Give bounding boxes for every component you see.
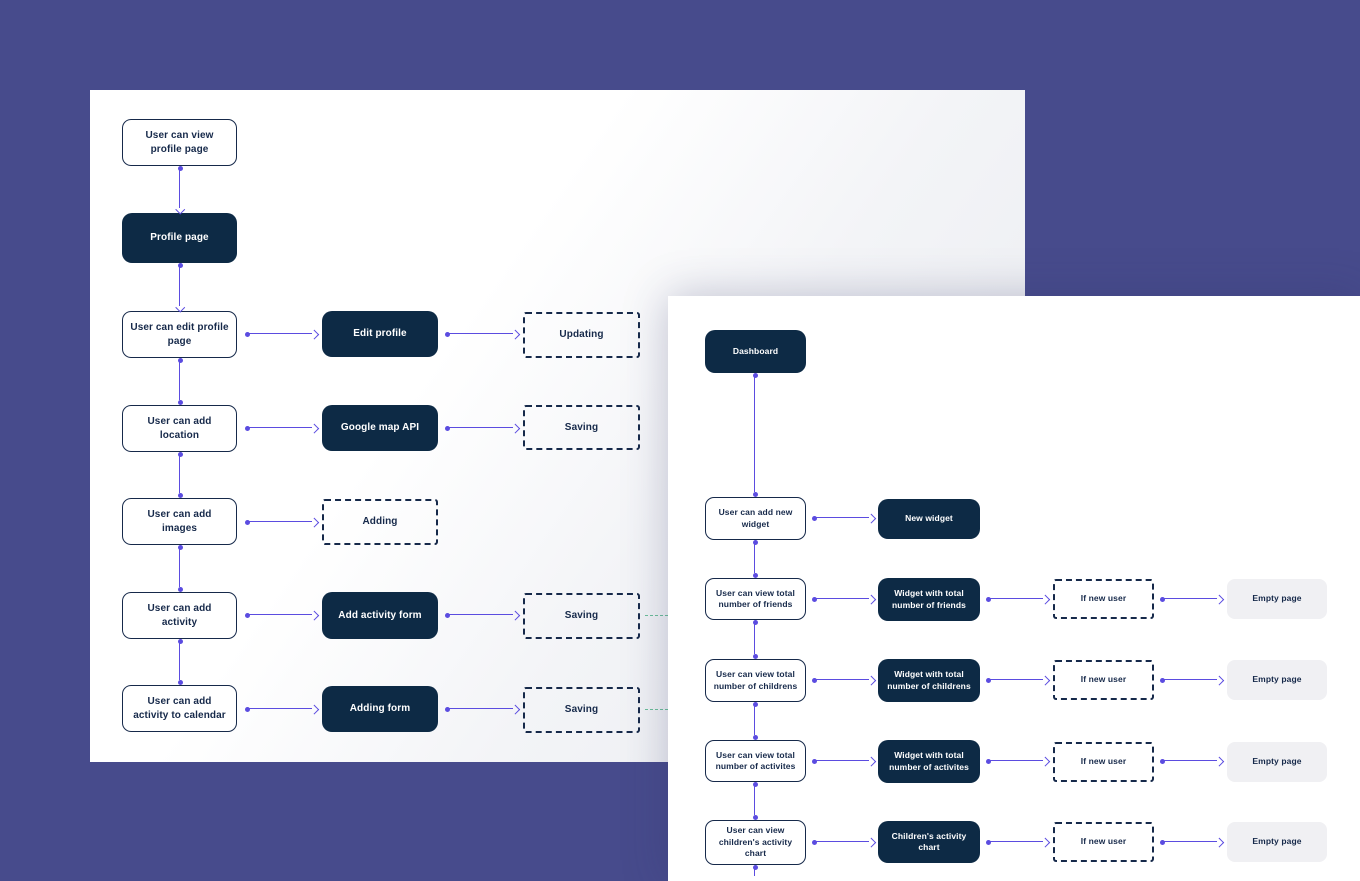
connector-right-arrow <box>245 517 319 527</box>
node-if-new-user-1: If new user <box>1053 579 1154 619</box>
connector-down-arrow <box>175 166 185 214</box>
connector-right-arrow <box>1160 837 1224 847</box>
connector-link <box>175 545 185 592</box>
node-google-map-api: Google map API <box>322 405 438 451</box>
connector-link <box>750 540 760 578</box>
connector-link <box>175 452 185 498</box>
node-add-activity-form: Add activity form <box>322 592 438 639</box>
node-user-can-add-location: User can add location <box>122 405 237 452</box>
node-user-can-edit-profile-page: User can edit profile page <box>122 311 237 358</box>
connector-right-arrow <box>812 675 876 685</box>
node-if-new-user-4: If new user <box>1053 822 1154 862</box>
node-saving-2: Saving <box>523 593 640 639</box>
node-user-can-view-total-number-of-friends: User can view total number of friends <box>705 578 806 620</box>
connector-right-arrow <box>986 756 1050 766</box>
node-saving-3: Saving <box>523 687 640 733</box>
connector-link <box>750 373 760 497</box>
connector-right-arrow <box>812 837 876 847</box>
dashboard-flow-panel: Dashboard User can add new widget User c… <box>668 296 1360 881</box>
connector-right-arrow <box>812 756 876 766</box>
connector-green-dashed <box>645 709 673 710</box>
node-empty-page-2: Empty page <box>1227 660 1327 700</box>
connector-link <box>750 702 760 740</box>
node-user-can-add-activity: User can add activity <box>122 592 237 639</box>
node-user-can-view-childrens-activity-chart: User can view children's activity chart <box>705 820 806 865</box>
node-updating: Updating <box>523 312 640 358</box>
node-adding-form: Adding form <box>322 686 438 732</box>
connector-right-arrow <box>812 594 876 604</box>
node-empty-page-1: Empty page <box>1227 579 1327 619</box>
node-if-new-user-2: If new user <box>1053 660 1154 700</box>
connector-right-arrow <box>986 837 1050 847</box>
connector-link <box>750 620 760 659</box>
connector-link <box>750 782 760 820</box>
connector-right-arrow <box>245 329 319 339</box>
node-edit-profile: Edit profile <box>322 311 438 357</box>
node-empty-page-3: Empty page <box>1227 742 1327 782</box>
connector-right-arrow <box>445 423 520 433</box>
connector-link <box>175 358 185 405</box>
connector-right-arrow <box>445 610 520 620</box>
connector-right-arrow <box>986 675 1050 685</box>
node-if-new-user-3: If new user <box>1053 742 1154 782</box>
node-user-can-add-new-widget: User can add new widget <box>705 497 806 540</box>
node-profile-page: Profile page <box>122 213 237 263</box>
connector-right-arrow <box>245 423 319 433</box>
node-widget-total-number-of-friends: Widget with total number of friends <box>878 578 980 621</box>
connector-right-arrow <box>986 594 1050 604</box>
connector-right-arrow <box>1160 675 1224 685</box>
connector-right-arrow <box>1160 594 1224 604</box>
connector-right-arrow <box>812 513 876 523</box>
node-saving-1: Saving <box>523 405 640 450</box>
connector-link-cutoff <box>750 865 760 881</box>
node-childrens-activity-chart: Children's activity chart <box>878 821 980 863</box>
node-widget-total-number-of-childrens: Widget with total number of childrens <box>878 659 980 702</box>
node-user-can-add-images: User can add images <box>122 498 237 545</box>
node-user-can-add-activity-to-calendar: User can add activity to calendar <box>122 685 237 732</box>
node-user-can-view-profile-page: User can view profile page <box>122 119 237 166</box>
node-user-can-view-total-number-of-activites: User can view total number of activites <box>705 740 806 782</box>
connector-right-arrow <box>1160 756 1224 766</box>
connector-down-arrow <box>175 263 185 312</box>
node-user-can-view-total-number-of-childrens: User can view total number of childrens <box>705 659 806 702</box>
connector-right-arrow <box>245 704 319 714</box>
connector-right-arrow <box>445 704 520 714</box>
connector-right-arrow <box>245 610 319 620</box>
node-adding: Adding <box>322 499 438 545</box>
node-new-widget: New widget <box>878 499 980 539</box>
node-widget-total-number-of-activites: Widget with total number of activites <box>878 740 980 783</box>
connector-link <box>175 639 185 685</box>
node-empty-page-4: Empty page <box>1227 822 1327 862</box>
connector-green-dashed <box>645 615 673 616</box>
node-dashboard: Dashboard <box>705 330 806 373</box>
connector-right-arrow <box>445 329 520 339</box>
